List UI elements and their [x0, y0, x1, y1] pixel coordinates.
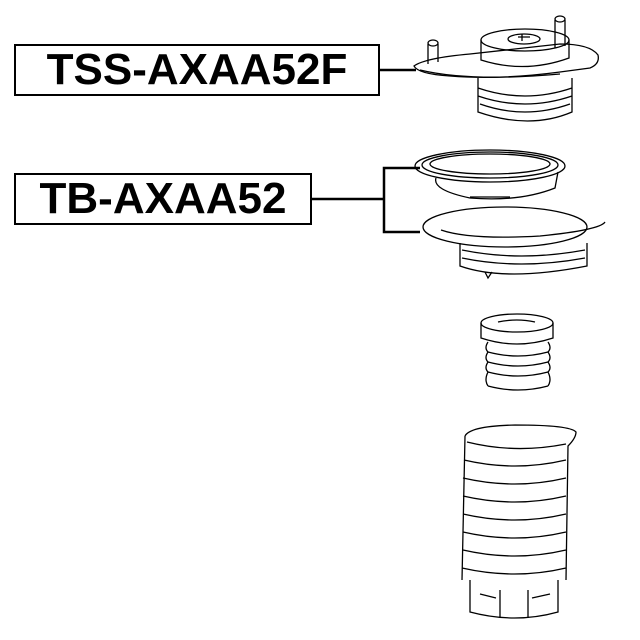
lower-spring-seat-drawing — [422, 206, 606, 280]
part-number-text: TSS-AXAA52F — [46, 45, 348, 94]
strut-mount-drawing — [413, 15, 599, 122]
part-number-text: TB-AXAA52 — [39, 174, 287, 223]
part-number-label-tb: TB-AXAA52 — [14, 173, 312, 225]
upper-spring-seat-drawing — [414, 149, 566, 200]
bracket-leader-2 — [312, 166, 420, 234]
bump-stop-drawing — [480, 313, 554, 391]
dust-boot-drawing — [461, 424, 577, 619]
part-number-label-tss: TSS-AXAA52F — [14, 44, 380, 96]
